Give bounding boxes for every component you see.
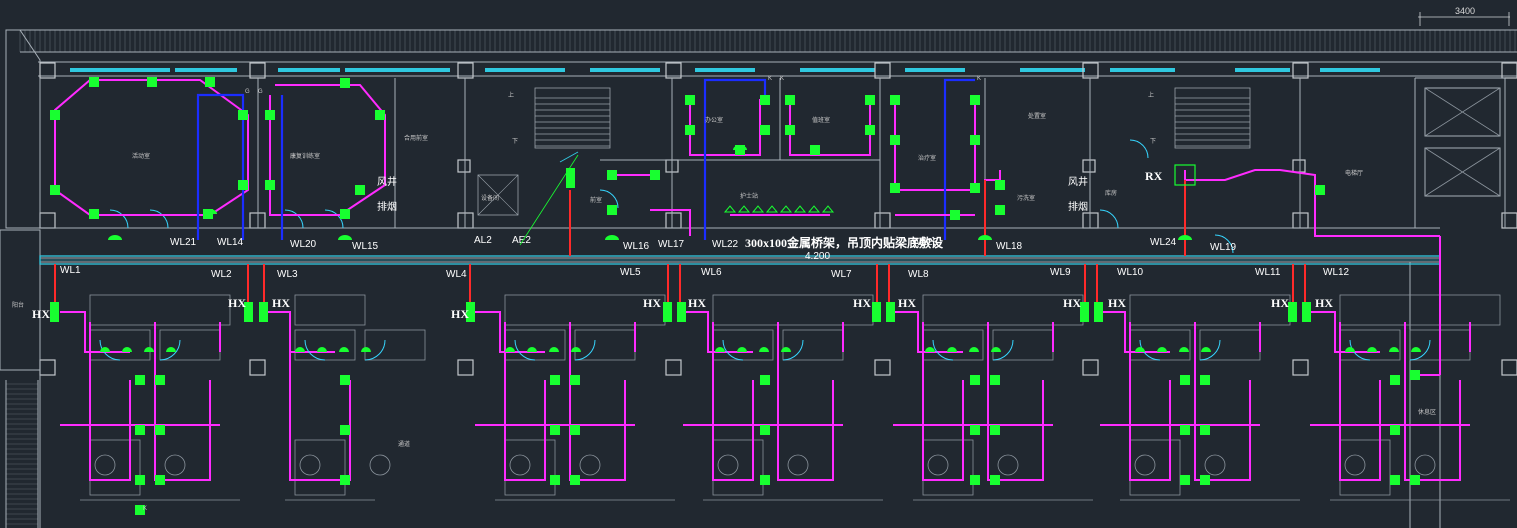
hx-11: HX [1271,296,1289,310]
wl3: WL3 [277,269,298,280]
hx-2: HX [228,296,246,310]
stair-up-2: 上 [1148,91,1154,99]
shaft-1: 风井 [377,175,397,188]
stair-up-1: 上 [508,91,514,99]
wl22: WL22 [712,239,739,250]
room-corridor: 通道 [398,440,410,448]
stair-down-2: 下 [1150,138,1156,145]
room-elevator-hall: 电梯厅 [1345,169,1363,177]
distribution-boxes [50,164,1311,322]
room-duty: 值班室 [812,116,830,124]
marker-g-1: G [245,89,250,95]
switch-markers: K K K G G K [143,76,981,512]
hx-8: HX [898,296,916,310]
panel-ae2: AE2 [512,235,531,246]
marker-k-1: K [768,76,772,82]
wl21: WL21 [170,237,197,248]
room-washing: 污洗室 [1017,194,1035,202]
room-activity: 活动室 [132,152,150,160]
hx-7: HX [853,296,871,310]
dimension-annotation: 3400 [1418,6,1510,26]
power-risers [54,180,1306,305]
room-anteroom: 前室 [590,196,602,204]
hx-12: HX [1315,296,1333,310]
left-hatch [6,383,38,525]
hx-1: HX [32,307,50,321]
hx-4: HX [451,307,469,321]
wl24: WL24 [1150,237,1177,248]
hx-5: HX [643,296,661,310]
marker-g-2: G [258,89,263,95]
hx-9: HX [1063,296,1081,310]
smoke-1: 排烟 [377,200,397,213]
marker-k-4: K [143,506,147,512]
room-balcony-left: 阳台 [12,301,24,309]
roof-hatch [19,30,1516,52]
wl2: WL2 [211,269,232,280]
wl20: WL20 [290,239,317,250]
wl9: WL9 [1050,267,1071,278]
wl10: WL10 [1117,267,1144,278]
marker-k-2: K [780,76,784,82]
lighting-circuits-top [54,78,1400,240]
wl19: WL19 [1210,242,1237,253]
wl17: WL17 [658,239,685,250]
wl7: WL7 [831,269,852,280]
room-treatment: 治疗室 [918,154,936,162]
wl15: WL15 [352,241,379,252]
hx-6: HX [688,296,706,310]
hx-10: HX [1108,296,1126,310]
room-storage: 库房 [1105,189,1117,197]
wl11: WL11 [1255,267,1281,278]
smoke-2: 排烟 [1068,200,1088,213]
wl18: WL18 [996,241,1023,252]
wl8: WL8 [908,269,929,280]
hx-3: HX [272,296,290,310]
elevation-label: 4.200 [805,251,830,262]
panel-al2: AL2 [474,235,492,246]
walls [0,77,1506,528]
wl1: WL1 [60,265,81,276]
wl23: WL23 [912,237,939,248]
wl6: WL6 [701,267,722,278]
light-fixtures [50,77,1421,515]
wl14: WL14 [217,237,244,248]
wl4: WL4 [446,269,467,280]
stair-down-1: 下 [512,138,518,145]
cable-tray [39,235,1441,376]
tray-note: 300x100金属桥架，吊顶内贴梁底敷设 [745,235,944,250]
room-shared-anteroom: 合用前室 [404,134,428,142]
wl16: WL16 [623,241,650,252]
room-rest: 休息区 [1418,408,1436,416]
stairs [477,87,1251,216]
marker-k-3: K [977,76,981,82]
dimension-value: 3400 [1455,6,1475,16]
apartment-units [60,139,1510,501]
room-office: 办公室 [705,116,723,124]
room-rehab: 康复训练室 [290,152,320,160]
wl5: WL5 [620,267,641,278]
room-disposal: 处置室 [1028,112,1046,120]
panel-rx: RX [1145,169,1163,183]
room-equipment: 设备间 [481,194,499,202]
windows [70,68,1380,72]
wl12: WL12 [1323,267,1350,278]
room-nurse: 护士站 [740,192,758,200]
shaft-2: 风井 [1068,175,1088,188]
labels: 300x100金属桥架，吊顶内贴梁底敷设 4.200 AL2 AE2 RX WL… [12,91,1436,448]
